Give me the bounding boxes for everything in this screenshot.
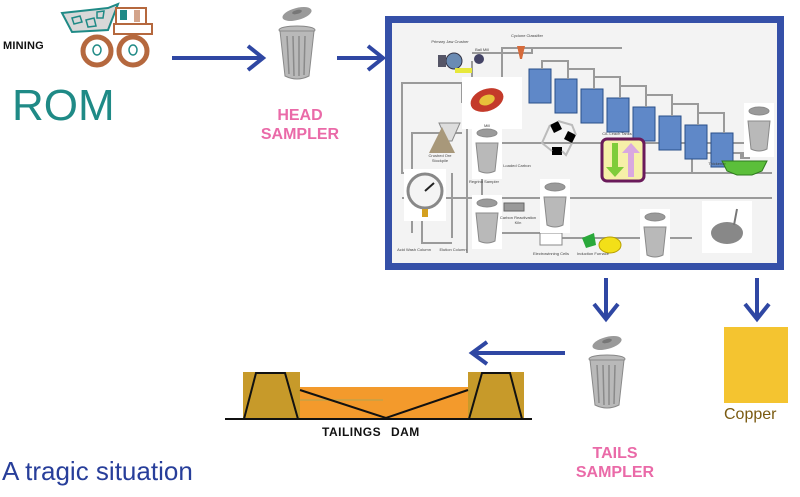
pump-icon xyxy=(702,201,752,253)
label-thickener: Thickener xyxy=(708,161,726,166)
label-electrowinning-cells: Electrowinning Cells xyxy=(532,251,569,256)
label-crushed-ore-stockpile: Crushed Ore Stockpile xyxy=(428,153,452,163)
sampler-can-icon xyxy=(744,103,774,157)
mining-truck-icon xyxy=(60,2,153,68)
label-ball-mill: Ball Mill xyxy=(475,47,489,52)
cil-leach-tanks xyxy=(528,60,734,168)
head-sampler-label: HEAD SAMPLER xyxy=(250,106,350,144)
sampler-can-icon xyxy=(472,195,502,249)
tailings-dam-label: TAILINGS DAM xyxy=(322,425,420,439)
arrow-plant-to-tails-sampler xyxy=(592,278,620,323)
label-regrind-sampler: Regrind Sampler xyxy=(468,179,499,184)
plant-flowsheet-frame: Primary Jaw Crusher Ball Mill Cyclone Cl… xyxy=(385,16,784,270)
ball-mill-icon xyxy=(474,54,484,64)
label-induction-furnace: Induction Furnace xyxy=(576,251,610,256)
copper-label: Copper xyxy=(724,406,777,423)
head-sampler-line1: HEAD xyxy=(277,107,323,124)
arrow-mining-to-head-sampler xyxy=(172,44,267,72)
jaw-crusher-icon xyxy=(438,52,463,70)
cyclone-icon xyxy=(517,46,525,59)
copper-product-box xyxy=(724,327,788,403)
head-sampler-line2: SAMPLER xyxy=(260,126,340,143)
ion-exchange-icon xyxy=(600,137,646,183)
caption: A tragic situation xyxy=(2,456,193,486)
mining-label: MINING xyxy=(3,40,44,52)
tailings-dam-graphic xyxy=(225,372,532,420)
gold-pot-icon xyxy=(598,236,622,254)
roulette-wheel-icon xyxy=(470,88,504,112)
flowsheet-sampler-cans xyxy=(472,103,774,263)
tails-sampler-line1: TAILS xyxy=(592,445,638,462)
arrow-plant-to-copper xyxy=(743,278,771,323)
induction-furnace-icon xyxy=(582,233,596,248)
stockpile-icon xyxy=(429,127,455,153)
kiln-icon xyxy=(503,202,525,212)
label-cyclone-classifier: Cyclone Classifier xyxy=(510,33,543,38)
arrow-tails-to-dam xyxy=(468,340,565,366)
sampler-can-icon xyxy=(540,179,570,233)
recycle-symbol-icon xyxy=(540,120,577,157)
electrowinning-icon xyxy=(539,232,563,246)
tails-sampler-line2: SAMPLER xyxy=(575,464,655,481)
pressure-gauge-icon xyxy=(404,169,446,221)
label-carbon-reactivation-kiln: Carbon Reactivation Kiln xyxy=(499,215,537,225)
label-cil-leach-tanks: CIL Leach Tanks xyxy=(602,131,632,136)
yellow-tag xyxy=(455,68,472,73)
head-sampler-icon xyxy=(278,7,316,80)
sampler-can-icon xyxy=(640,209,670,263)
tails-sampler-icon xyxy=(588,336,626,409)
arrow-head-sampler-to-plant xyxy=(337,44,387,72)
flowsheet-graphics xyxy=(401,46,774,263)
label-acid-wash-column: Acid Wash Column xyxy=(397,247,431,252)
label-mill: Mill xyxy=(484,123,490,128)
sampler-can-icon xyxy=(472,125,502,179)
rom-label: ROM xyxy=(12,81,115,130)
label-elution-column: Elution Column xyxy=(439,247,467,252)
tails-sampler-label: TAILS SAMPLER xyxy=(565,444,665,482)
label-primary-jaw-crusher: Primary Jaw Crusher xyxy=(431,39,469,44)
label-loaded-carbon: Loaded Carbon xyxy=(503,163,531,168)
